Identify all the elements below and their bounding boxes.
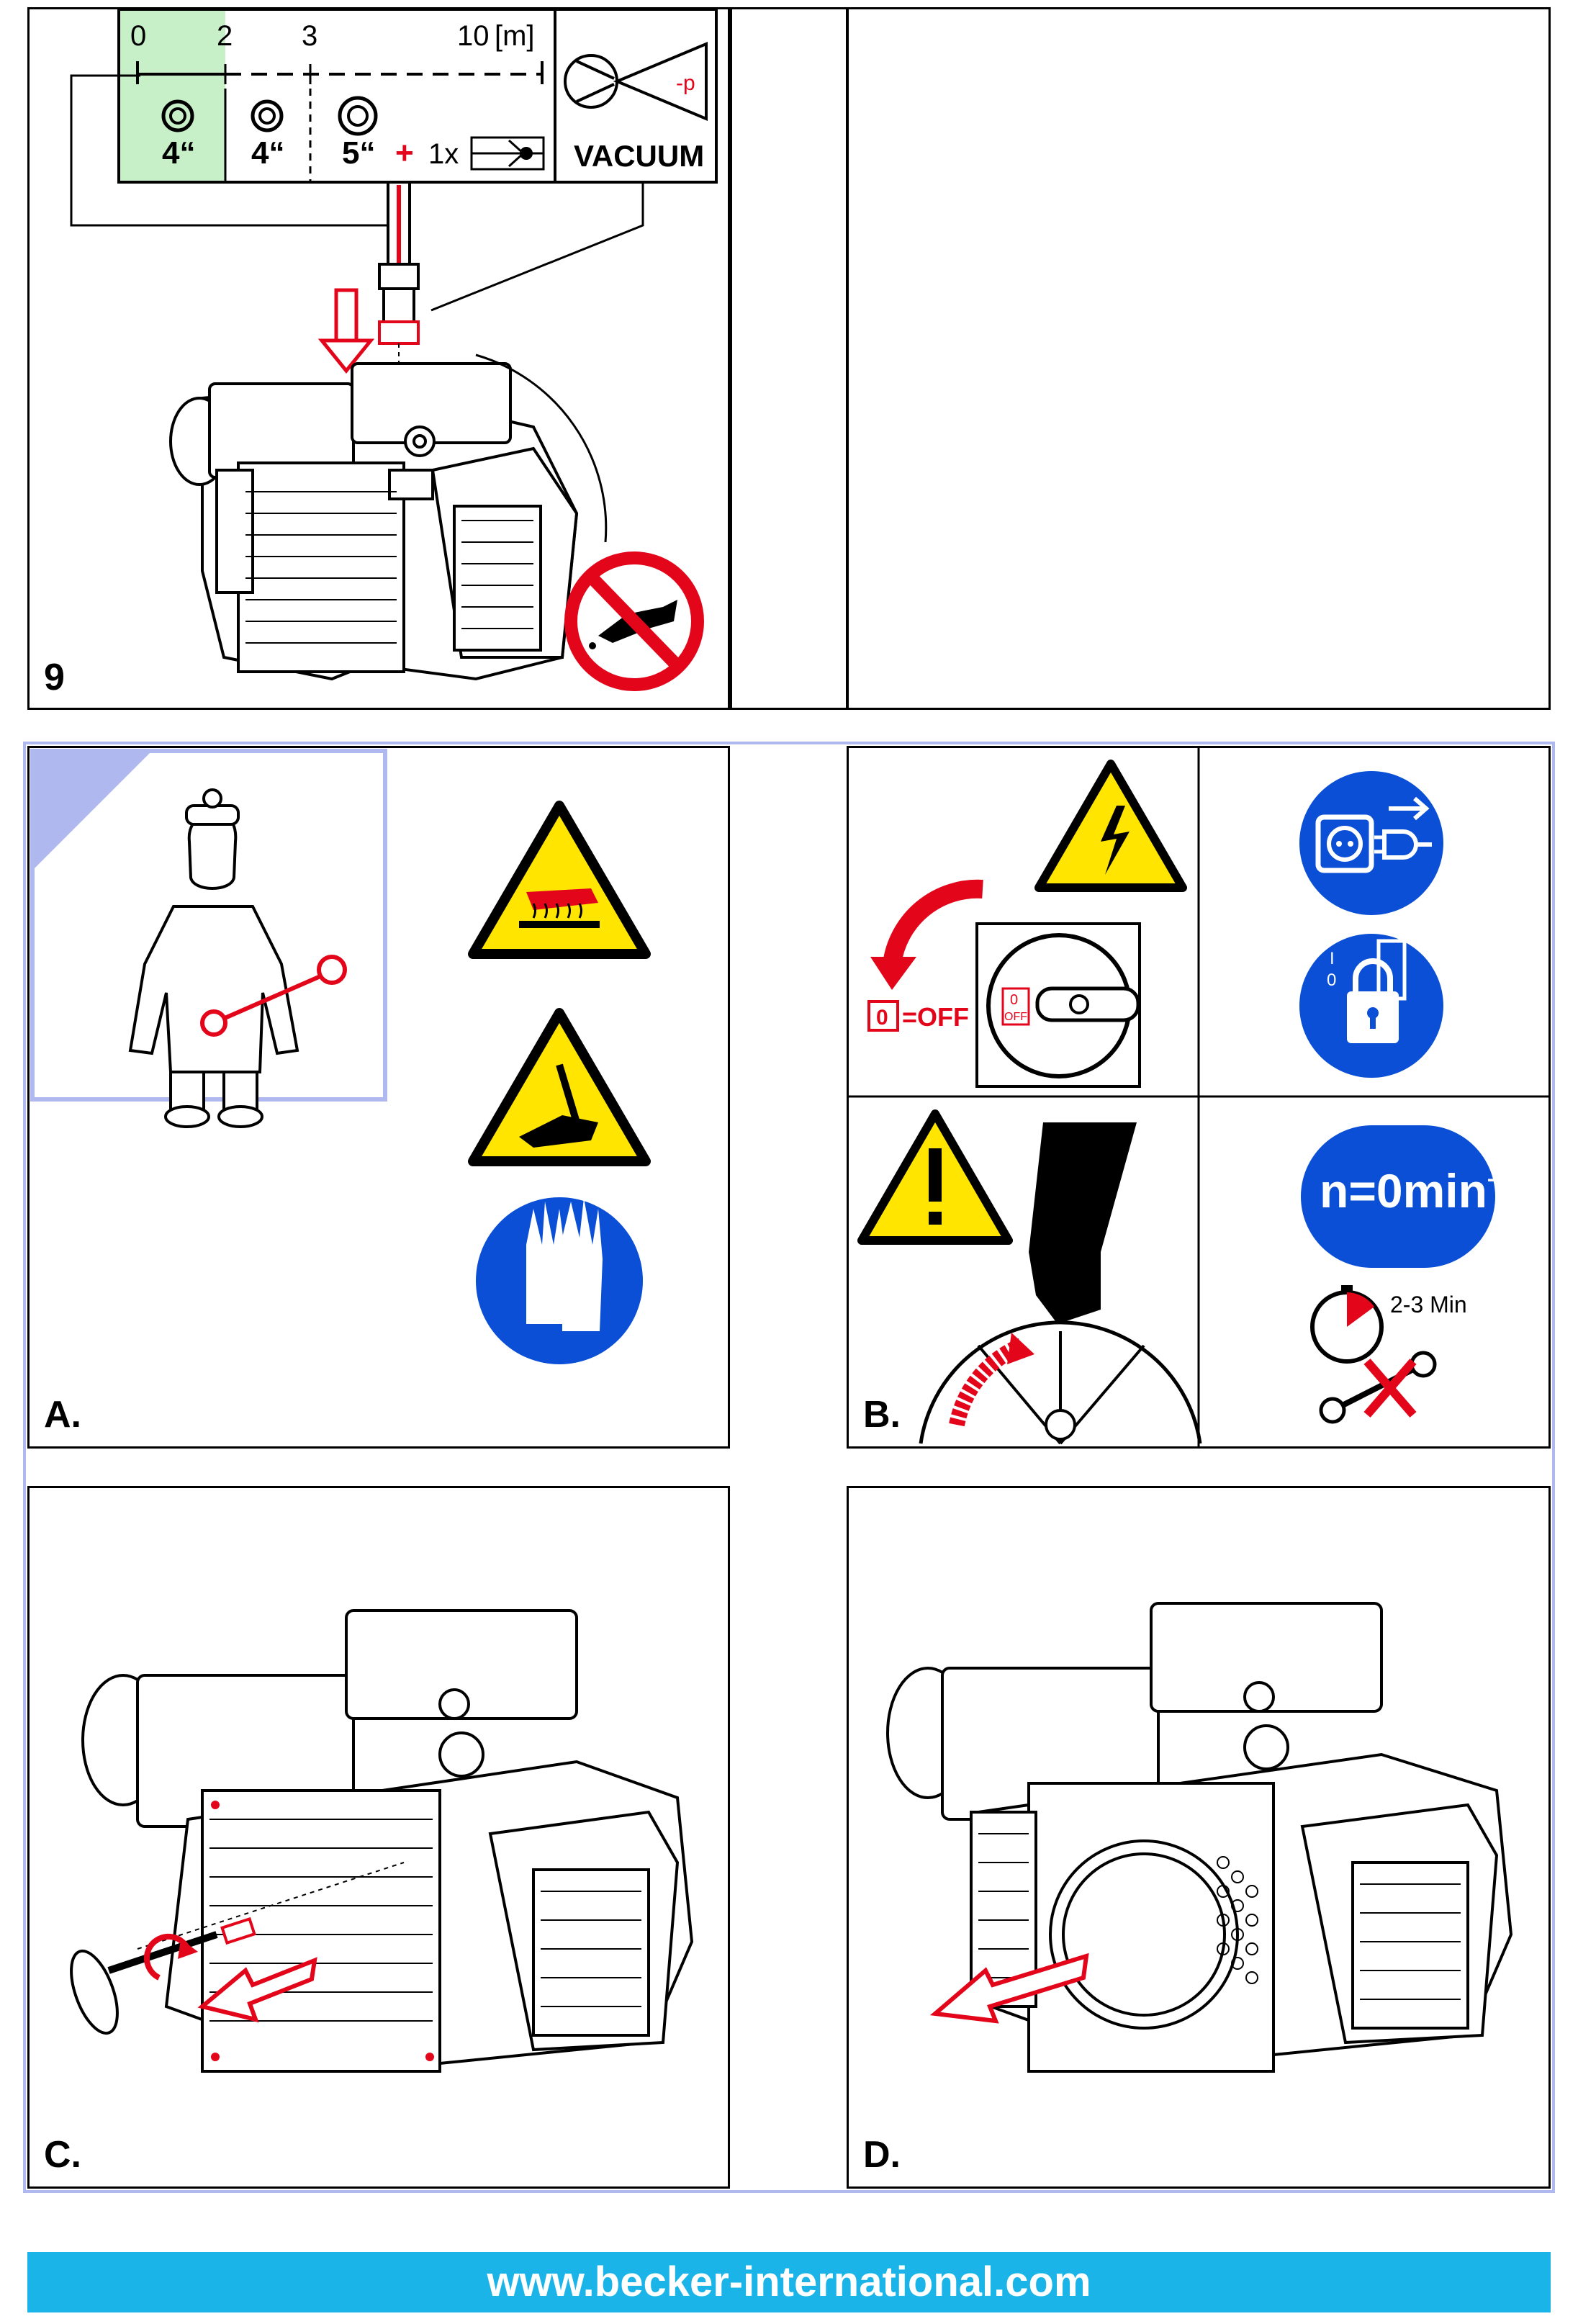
panel-label: D.: [863, 2134, 901, 2176]
down-arrow-icon: [317, 288, 375, 374]
hex-key-tool-icon: [70, 1917, 256, 2035]
hot-surface-warning-icon: [468, 801, 651, 959]
filter-removal-illustration: [886, 1602, 1513, 2073]
pressure-label: -p: [676, 71, 695, 95]
scale-tick-0: 0: [130, 20, 146, 52]
empty-panel: [730, 7, 848, 710]
technician-icon: [128, 788, 299, 1128]
website-footer: www.becker-international.com: [27, 2252, 1551, 2312]
timer-icon: [1310, 1285, 1384, 1364]
cover-removal-illustration: [70, 1609, 694, 2073]
figure-label: 9: [44, 657, 65, 698]
speed-text: n=0min-1: [1320, 1164, 1507, 1217]
lock-i: I: [1330, 949, 1335, 968]
lock-o: 0: [1327, 970, 1336, 990]
scale-tick-2: 2: [217, 20, 233, 52]
cut-hazard-warning-icon: [468, 1008, 651, 1166]
lockout-padlock-icon: [1299, 934, 1443, 1078]
electric-hazard-warning-icon: [1034, 760, 1187, 892]
figure-9-panel: 0 2 3 10 [m] 4“ 4“ 5“ + 1x: [27, 7, 730, 710]
panel-a: A.: [27, 746, 730, 1449]
safety-warnings-a: [30, 749, 651, 1364]
pipe-size-2: 4“: [251, 135, 284, 171]
filter-mesh: [1217, 1856, 1258, 1984]
scale-unit: [m]: [495, 20, 535, 52]
wrench-icon: [200, 955, 347, 1037]
switch-off-text: =OFF: [902, 1002, 969, 1032]
plus-sign: +: [395, 135, 414, 171]
no-maintenance-wrench-icon: [1319, 1351, 1437, 1424]
pipe-ring-icon: [338, 96, 378, 136]
safety-warnings-b: 0 =OFF 0 OFF: [849, 748, 1548, 1446]
panel-label: C.: [44, 2134, 81, 2176]
vacuum-pump-symbol-icon: [564, 41, 708, 122]
pipe-connection-diagram: 0 2 3 10 [m] 4“ 4“ 5“ + 1x: [70, 9, 718, 691]
no-oil-prohibition-icon: [564, 551, 704, 691]
pipe-size-1: 4“: [162, 135, 195, 171]
maintenance-frame: [23, 742, 1555, 2193]
knob-off: OFF: [1004, 1011, 1027, 1023]
main-switch-knob: [975, 922, 1141, 1088]
general-warning-icon: [857, 1109, 1013, 1245]
panel-c: C.: [27, 1486, 730, 2189]
website-url[interactable]: www.becker-international.com: [487, 2258, 1091, 2305]
pipe-size-3: 5“: [342, 135, 375, 171]
panel-b: 0 =OFF 0 OFF: [847, 746, 1551, 1449]
check-valve-icon: [470, 136, 545, 171]
vacuum-pump-illustration: [169, 362, 579, 681]
panel-label: B.: [863, 1394, 901, 1436]
pull-direction-arrow-icon: [929, 1953, 1089, 2024]
panel-d: D.: [847, 1486, 1551, 2189]
pipe-ring-icon: [161, 99, 194, 132]
wear-gloves-icon: [476, 1197, 643, 1364]
pull-direction-arrow-icon: [197, 1957, 317, 2023]
pipe-ring-icon: [251, 99, 284, 132]
scale-tick-3: 3: [302, 20, 317, 52]
valve-count: 1x: [428, 138, 459, 170]
vacuum-label: VACUUM: [574, 139, 704, 173]
knob-zero: 0: [1010, 992, 1018, 1008]
switch-zero: 0: [876, 1006, 888, 1030]
empty-panel: [847, 7, 1551, 710]
scale-tick-10: 10: [457, 20, 490, 52]
panel-label: A.: [44, 1394, 81, 1436]
rotating-parts-hazard-illustration: [919, 1122, 1202, 1445]
wait-time: 2-3 Min: [1390, 1292, 1467, 1318]
disconnect-plug-icon: [1299, 771, 1443, 915]
rotate-off-arrow-icon: [870, 879, 983, 990]
